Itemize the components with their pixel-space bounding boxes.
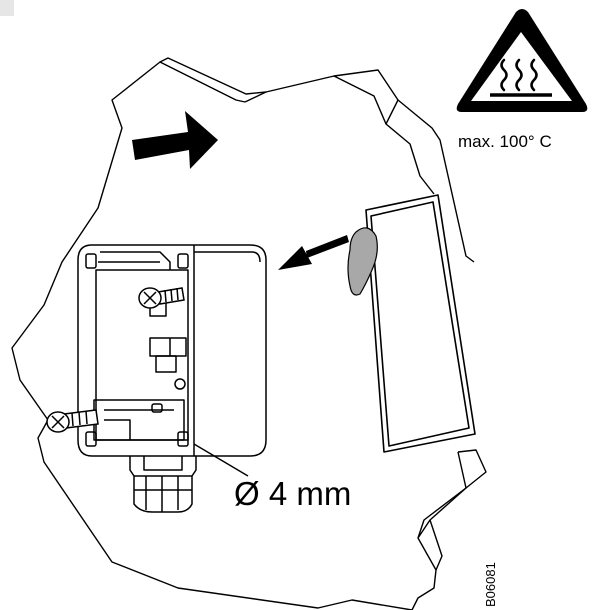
- direction-arrow: [132, 111, 218, 169]
- cable-diameter-label: Ø 4 mm: [234, 475, 351, 512]
- mounting-surface: [11, 57, 487, 610]
- sensor-housing: [77, 244, 267, 513]
- paste-blob: [347, 227, 378, 296]
- bottom-screw-icon: [46, 409, 99, 433]
- drawing-code: B06081: [483, 562, 498, 607]
- top-screw-icon: [138, 287, 185, 309]
- apply-arrow: [278, 235, 349, 270]
- corner-marker: [0, 0, 14, 16]
- diameter-leader-line: [193, 443, 249, 477]
- temperature-label: max. 100° C: [458, 132, 552, 151]
- hot-surface-warning-icon: [456, 9, 588, 112]
- thermal-paste-pad: [365, 194, 476, 453]
